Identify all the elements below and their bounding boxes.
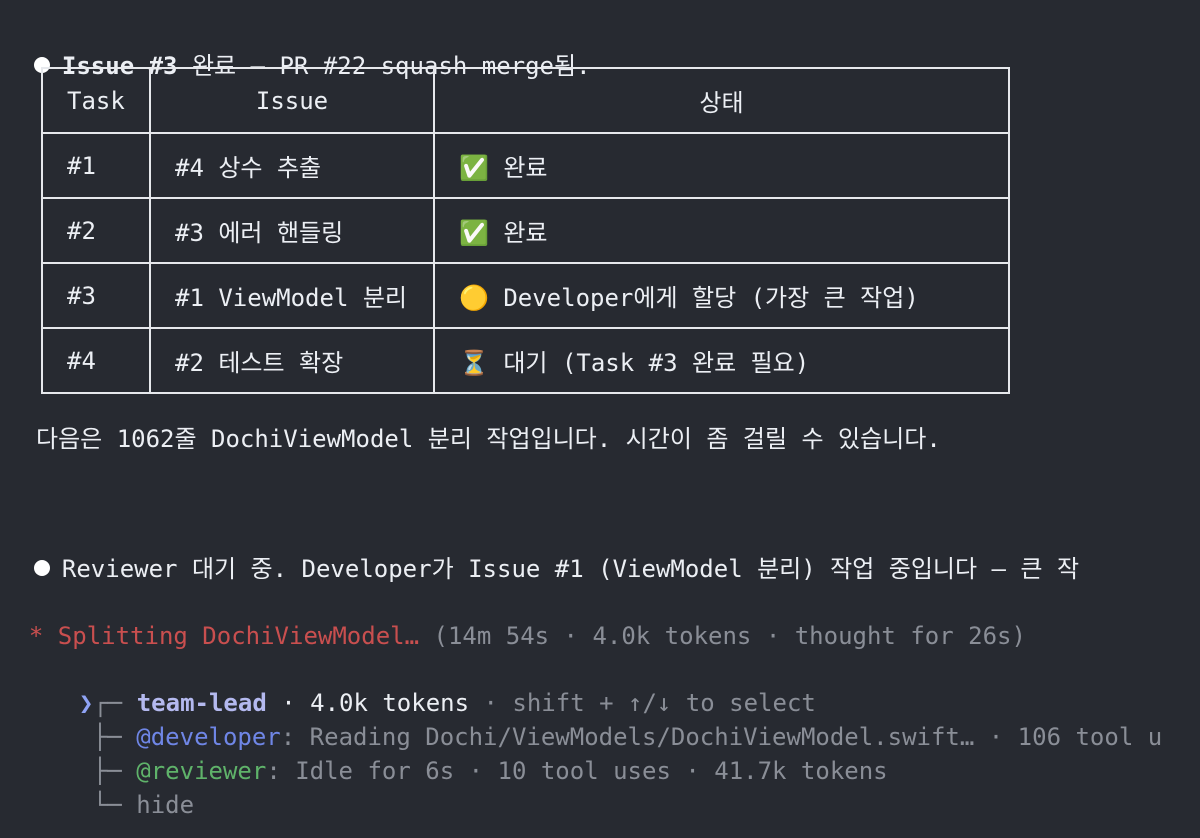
developer-status: : Reading Dochi/ViewModels/DochiViewMode… [280,723,1163,751]
cell-task: #3 [41,262,151,329]
selection-chevron-icon: ❯ [78,689,94,717]
cell-task: #4 [41,327,151,394]
table-row: #4 #2 테스트 확장 ⏳ 대기 (Task #3 완료 필요) [41,327,1010,394]
cell-issue: #2 테스트 확장 [149,327,435,394]
cell-task: #2 [41,197,151,264]
table-row: #1 #4 상수 추출 ✅ 완료 [41,132,1010,199]
cell-status: ✅ 완료 [433,132,1010,199]
followup-text: 다음은 1062줄 DochiViewModel 분리 작업입니다. 시간이 좀… [36,425,941,453]
message-reviewer-text: Reviewer 대기 중. Developer가 Issue #1 (View… [61,555,1080,583]
tree-branch-icon: ├─ [92,757,137,785]
tree-corner-icon: └─ [92,791,137,819]
header-issue: Issue [149,67,435,134]
message-reviewer-waiting: Reviewer 대기 중. Developer가 Issue #1 (View… [0,524,1079,583]
tree-branch-icon: ┌─ [93,689,137,717]
cell-task: #1 [41,132,151,199]
table-row: #3 #1 ViewModel 분리 🟡 Developer에게 할당 (가장 … [41,262,1010,329]
reviewer-status: : Idle for 6s · 10 tool uses · 41.7k tok… [266,757,888,785]
team-lead-hint: · shift + ↑/↓ to select [469,689,816,717]
table-header-row: Task Issue 상태 [41,67,1010,134]
developer-handle: @developer [136,723,281,751]
task-status-table: Task Issue 상태 #1 #4 상수 추출 ✅ 완료 #2 #3 에러 … [41,67,1010,394]
team-lead-tokens: · 4.0k tokens [266,689,470,717]
message-issue-complete: Issue #3 완료 — PR #22 squash merge됨. [0,21,591,80]
cell-status: ✅ 완료 [433,197,1010,264]
spinner-text: Splitting DochiViewModel… [43,622,420,650]
cell-issue: #1 ViewModel 분리 [149,262,435,329]
spinner-status: * Splitting DochiViewModel… (14m 54s · 4… [0,591,1026,650]
team-item-reviewer[interactable]: ├─ @reviewer: Idle for 6s · 10 tool uses… [64,726,888,785]
team-lead-name: team-lead [136,689,267,717]
tree-branch-icon: ├─ [92,723,137,751]
cell-status: 🟡 Developer에게 할당 (가장 큰 작업) [433,262,1010,329]
header-task: Task [41,67,151,134]
table-row: #2 #3 에러 핸들링 ✅ 완료 [41,197,1010,264]
header-status: 상태 [433,67,1010,134]
hide-label: hide [136,791,195,819]
cell-status: ⏳ 대기 (Task #3 완료 필요) [433,327,1010,394]
cell-issue: #4 상수 추출 [149,132,435,199]
spinner-meta: (14m 54s · 4.0k tokens · thought for 26s… [419,622,1026,650]
team-item-developer[interactable]: ├─ @developer: Reading Dochi/ViewModels/… [64,692,1162,751]
cell-issue: #3 에러 핸들링 [149,197,435,264]
team-item-lead[interactable]: ❯┌─ team-lead · 4.0k tokens · shift + ↑/… [50,658,816,717]
bullet-dot-icon [33,560,50,576]
reviewer-handle: @reviewer [136,757,267,785]
spinner-star-icon: * [28,622,44,650]
team-item-hide[interactable]: └─ hide [64,760,194,819]
